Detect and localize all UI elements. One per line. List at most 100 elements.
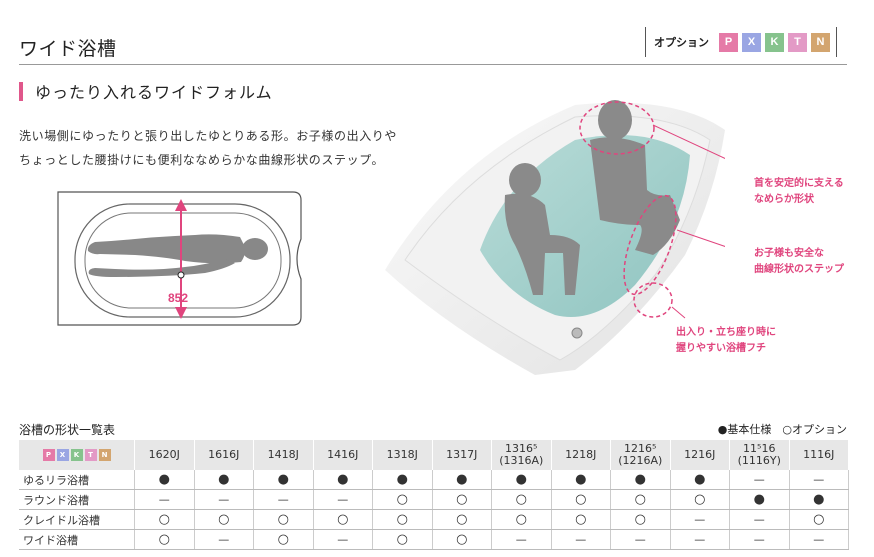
option-badge-p: P — [719, 32, 738, 52]
table-legend: ●基本仕様 ○オプション — [717, 423, 847, 436]
table-cell: — — [729, 529, 790, 550]
column-header: 1316⁵(1316A) — [491, 440, 552, 470]
heading-accent-bar — [19, 81, 23, 101]
column-header-main: 1216⁵ — [624, 442, 657, 455]
table-cell: — — [789, 470, 849, 490]
table-cell: — — [313, 489, 373, 510]
section-description: 洗い場側にゆったりと張り出したゆとりある形。お子様の出入りや ちょっとした腰掛け… — [19, 124, 397, 172]
table-cell: ● — [491, 470, 552, 490]
column-header-main: 1620J — [148, 448, 180, 461]
column-header: 1418J — [253, 440, 314, 470]
mini-badge-t: T — [84, 449, 97, 461]
section-heading-text: ゆったり入れるワイドフォルム — [35, 83, 273, 102]
column-header: 1218J — [551, 440, 611, 470]
table-cell: ○ — [491, 489, 552, 510]
table-cell: ○ — [432, 489, 492, 510]
table-cell: — — [134, 489, 195, 510]
section-heading: ゆったり入れるワイドフォルム — [19, 80, 273, 102]
table-cell: ○ — [432, 529, 492, 550]
table-cell: — — [729, 470, 790, 490]
header-divider — [19, 64, 847, 65]
column-header-main: 1218J — [565, 448, 597, 461]
column-header-main: 1318J — [386, 448, 418, 461]
table-cell: — — [729, 509, 790, 530]
table-cell: ○ — [313, 509, 373, 530]
column-header-main: 1418J — [267, 448, 299, 461]
table-caption: 浴槽の形状一覧表 — [19, 423, 116, 437]
table-cell: ○ — [372, 509, 433, 530]
table-cell: ● — [253, 470, 314, 490]
table-cell: ● — [372, 470, 433, 490]
column-header-main: 1416J — [327, 448, 359, 461]
table-cell: — — [670, 529, 730, 550]
table-cell: ○ — [134, 529, 195, 550]
column-header-sub: (1116Y) — [737, 454, 781, 467]
table-cell: — — [313, 529, 373, 550]
dimension-label: 852 — [168, 291, 188, 305]
table-cell: — — [610, 529, 671, 550]
column-header-main: 1116J — [803, 448, 835, 461]
row-label: ゆるリラ浴槽 — [19, 470, 135, 490]
table-cell: — — [789, 529, 849, 550]
table-cell: ○ — [372, 489, 433, 510]
callout-step-line-2: 曲線形状のステップ — [754, 264, 844, 275]
column-header: 1620J — [134, 440, 195, 470]
column-header: 1216J — [670, 440, 730, 470]
table-row: ゆるリラ浴槽●●●●●●●●●●—— — [19, 470, 849, 490]
step-highlight — [623, 194, 677, 296]
mini-badge-n: N — [98, 449, 111, 461]
rim-highlight — [633, 282, 673, 318]
callout-rim-line-1: 出入り・立ち座り時に — [676, 327, 776, 338]
options-indicator: オプション P X K T N — [645, 27, 837, 57]
table-cell: ● — [432, 470, 492, 490]
callout-step-line-1: お子様も安全な — [754, 248, 824, 259]
column-header: 1116J — [789, 440, 849, 470]
column-header: 1318J — [372, 440, 433, 470]
table-cell: ○ — [789, 509, 849, 530]
table-cell: ○ — [134, 509, 195, 530]
option-badge-k: K — [765, 32, 784, 52]
table-cell: ● — [670, 470, 730, 490]
mini-badge-x: X — [56, 449, 69, 461]
description-line-2: ちょっとした腰掛けにも便利ななめらかな曲線形状のステップ。 — [19, 153, 385, 167]
table-cell: ○ — [551, 509, 611, 530]
column-header: 1616J — [194, 440, 254, 470]
column-header-main: 1317J — [446, 448, 478, 461]
table-cell: ○ — [670, 489, 730, 510]
column-header-main: 11⁵16 — [743, 442, 776, 455]
table-cell: ○ — [194, 509, 254, 530]
table-cell: — — [253, 489, 314, 510]
table-cell: ○ — [253, 509, 314, 530]
callout-neck-line-1: 首を安定的に支える — [754, 178, 844, 189]
arrow-up-icon — [175, 199, 187, 211]
table-row: ラウンド浴槽————○○○○○○●● — [19, 489, 849, 510]
table-cell: — — [491, 529, 552, 550]
table-cell: — — [194, 489, 254, 510]
column-header-sub: (1316A) — [499, 454, 544, 467]
table-cell: ○ — [253, 529, 314, 550]
mini-badge-p: P — [42, 449, 55, 461]
callout-neck: 首を安定的に支える なめらか形状 — [754, 176, 844, 208]
table-cell: ○ — [491, 509, 552, 530]
callout-neck-line-2: なめらか形状 — [754, 194, 814, 205]
table-row: ワイド浴槽○—○—○○—————— — [19, 529, 849, 550]
tub-product-illustration — [385, 100, 725, 375]
row-label: ワイド浴槽 — [19, 529, 135, 550]
table-cell: ● — [194, 470, 254, 490]
table-cell: ○ — [432, 509, 492, 530]
callout-rim-line-2: 握りやすい浴槽フチ — [676, 343, 766, 354]
column-header-main: 1616J — [208, 448, 240, 461]
mini-badge-k: K — [70, 449, 83, 461]
callout-rim: 出入り・立ち座り時に 握りやすい浴槽フチ — [676, 325, 776, 357]
table-cell: ○ — [610, 509, 671, 530]
table-cell: ○ — [551, 489, 611, 510]
table-cell: — — [194, 529, 254, 550]
description-line-1: 洗い場側にゆったりと張り出したゆとりある形。お子様の出入りや — [19, 129, 398, 143]
column-header: 1216⁵(1216A) — [610, 440, 671, 470]
option-badge-t: T — [788, 32, 807, 52]
option-badge-n: N — [811, 32, 830, 52]
neck-support-highlight — [579, 101, 655, 155]
page-title: ワイド浴槽 — [19, 38, 117, 60]
